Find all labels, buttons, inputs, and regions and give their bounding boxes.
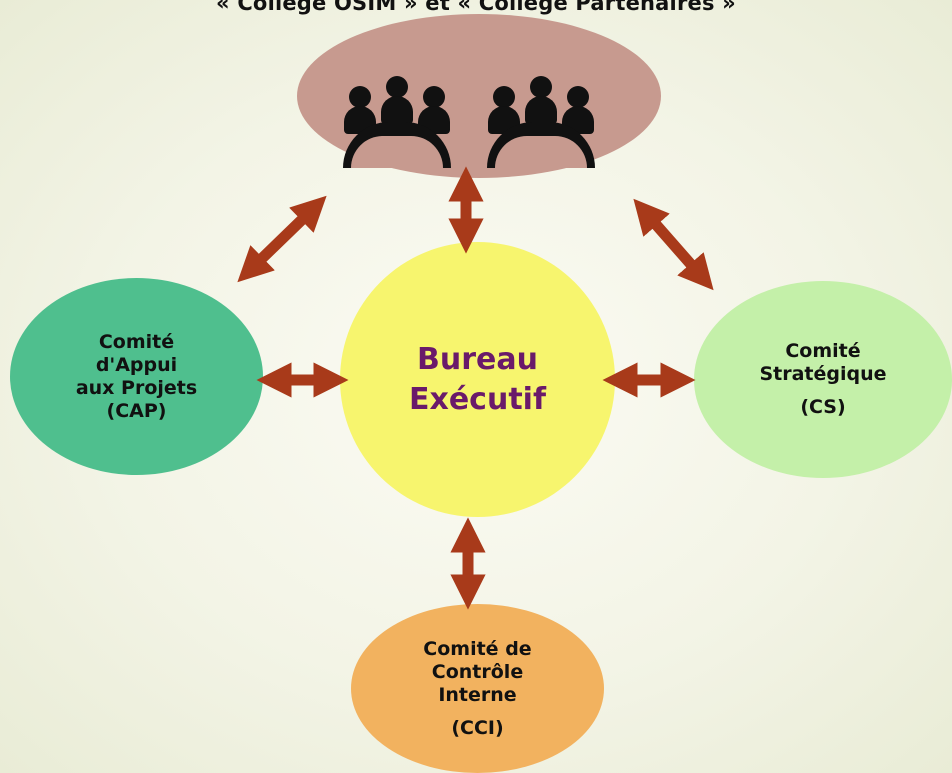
bureau-executif-line1: Bureau bbox=[417, 341, 538, 377]
cci-node: Comité de Contrôle Interne (CCI) bbox=[351, 604, 604, 773]
arrow-top-left bbox=[237, 195, 327, 283]
diagram-caption: « Collège OSIM » et « Collège Partenaire… bbox=[216, 0, 736, 15]
cs-line1: Comité bbox=[785, 340, 861, 362]
bureau-executif-line2: Exécutif bbox=[408, 381, 546, 417]
cap-line1: Comité bbox=[98, 330, 175, 353]
cs-line3: (CS) bbox=[800, 396, 846, 418]
cci-line2: Contrôle bbox=[431, 660, 524, 683]
cs-node: Comité Stratégique (CS) bbox=[694, 281, 952, 478]
cap-line2: d'Appui bbox=[95, 353, 178, 376]
cci-line3: Interne bbox=[438, 683, 517, 706]
cap-line4: (CAP) bbox=[106, 399, 167, 422]
cap-node: Comité d'Appui aux Projets (CAP) bbox=[10, 278, 263, 475]
arrow-top-right bbox=[633, 198, 714, 291]
meeting-group-icon bbox=[481, 76, 601, 168]
bureau-executif-node: Bureau Exécutif bbox=[340, 242, 615, 517]
cci-line1: Comité de bbox=[423, 637, 532, 660]
meeting-group-icon bbox=[337, 76, 457, 168]
cci-line4: (CCI) bbox=[451, 716, 504, 739]
cap-line3: aux Projets bbox=[75, 376, 198, 399]
college-node bbox=[297, 14, 661, 178]
cs-line2: Stratégique bbox=[759, 363, 887, 385]
